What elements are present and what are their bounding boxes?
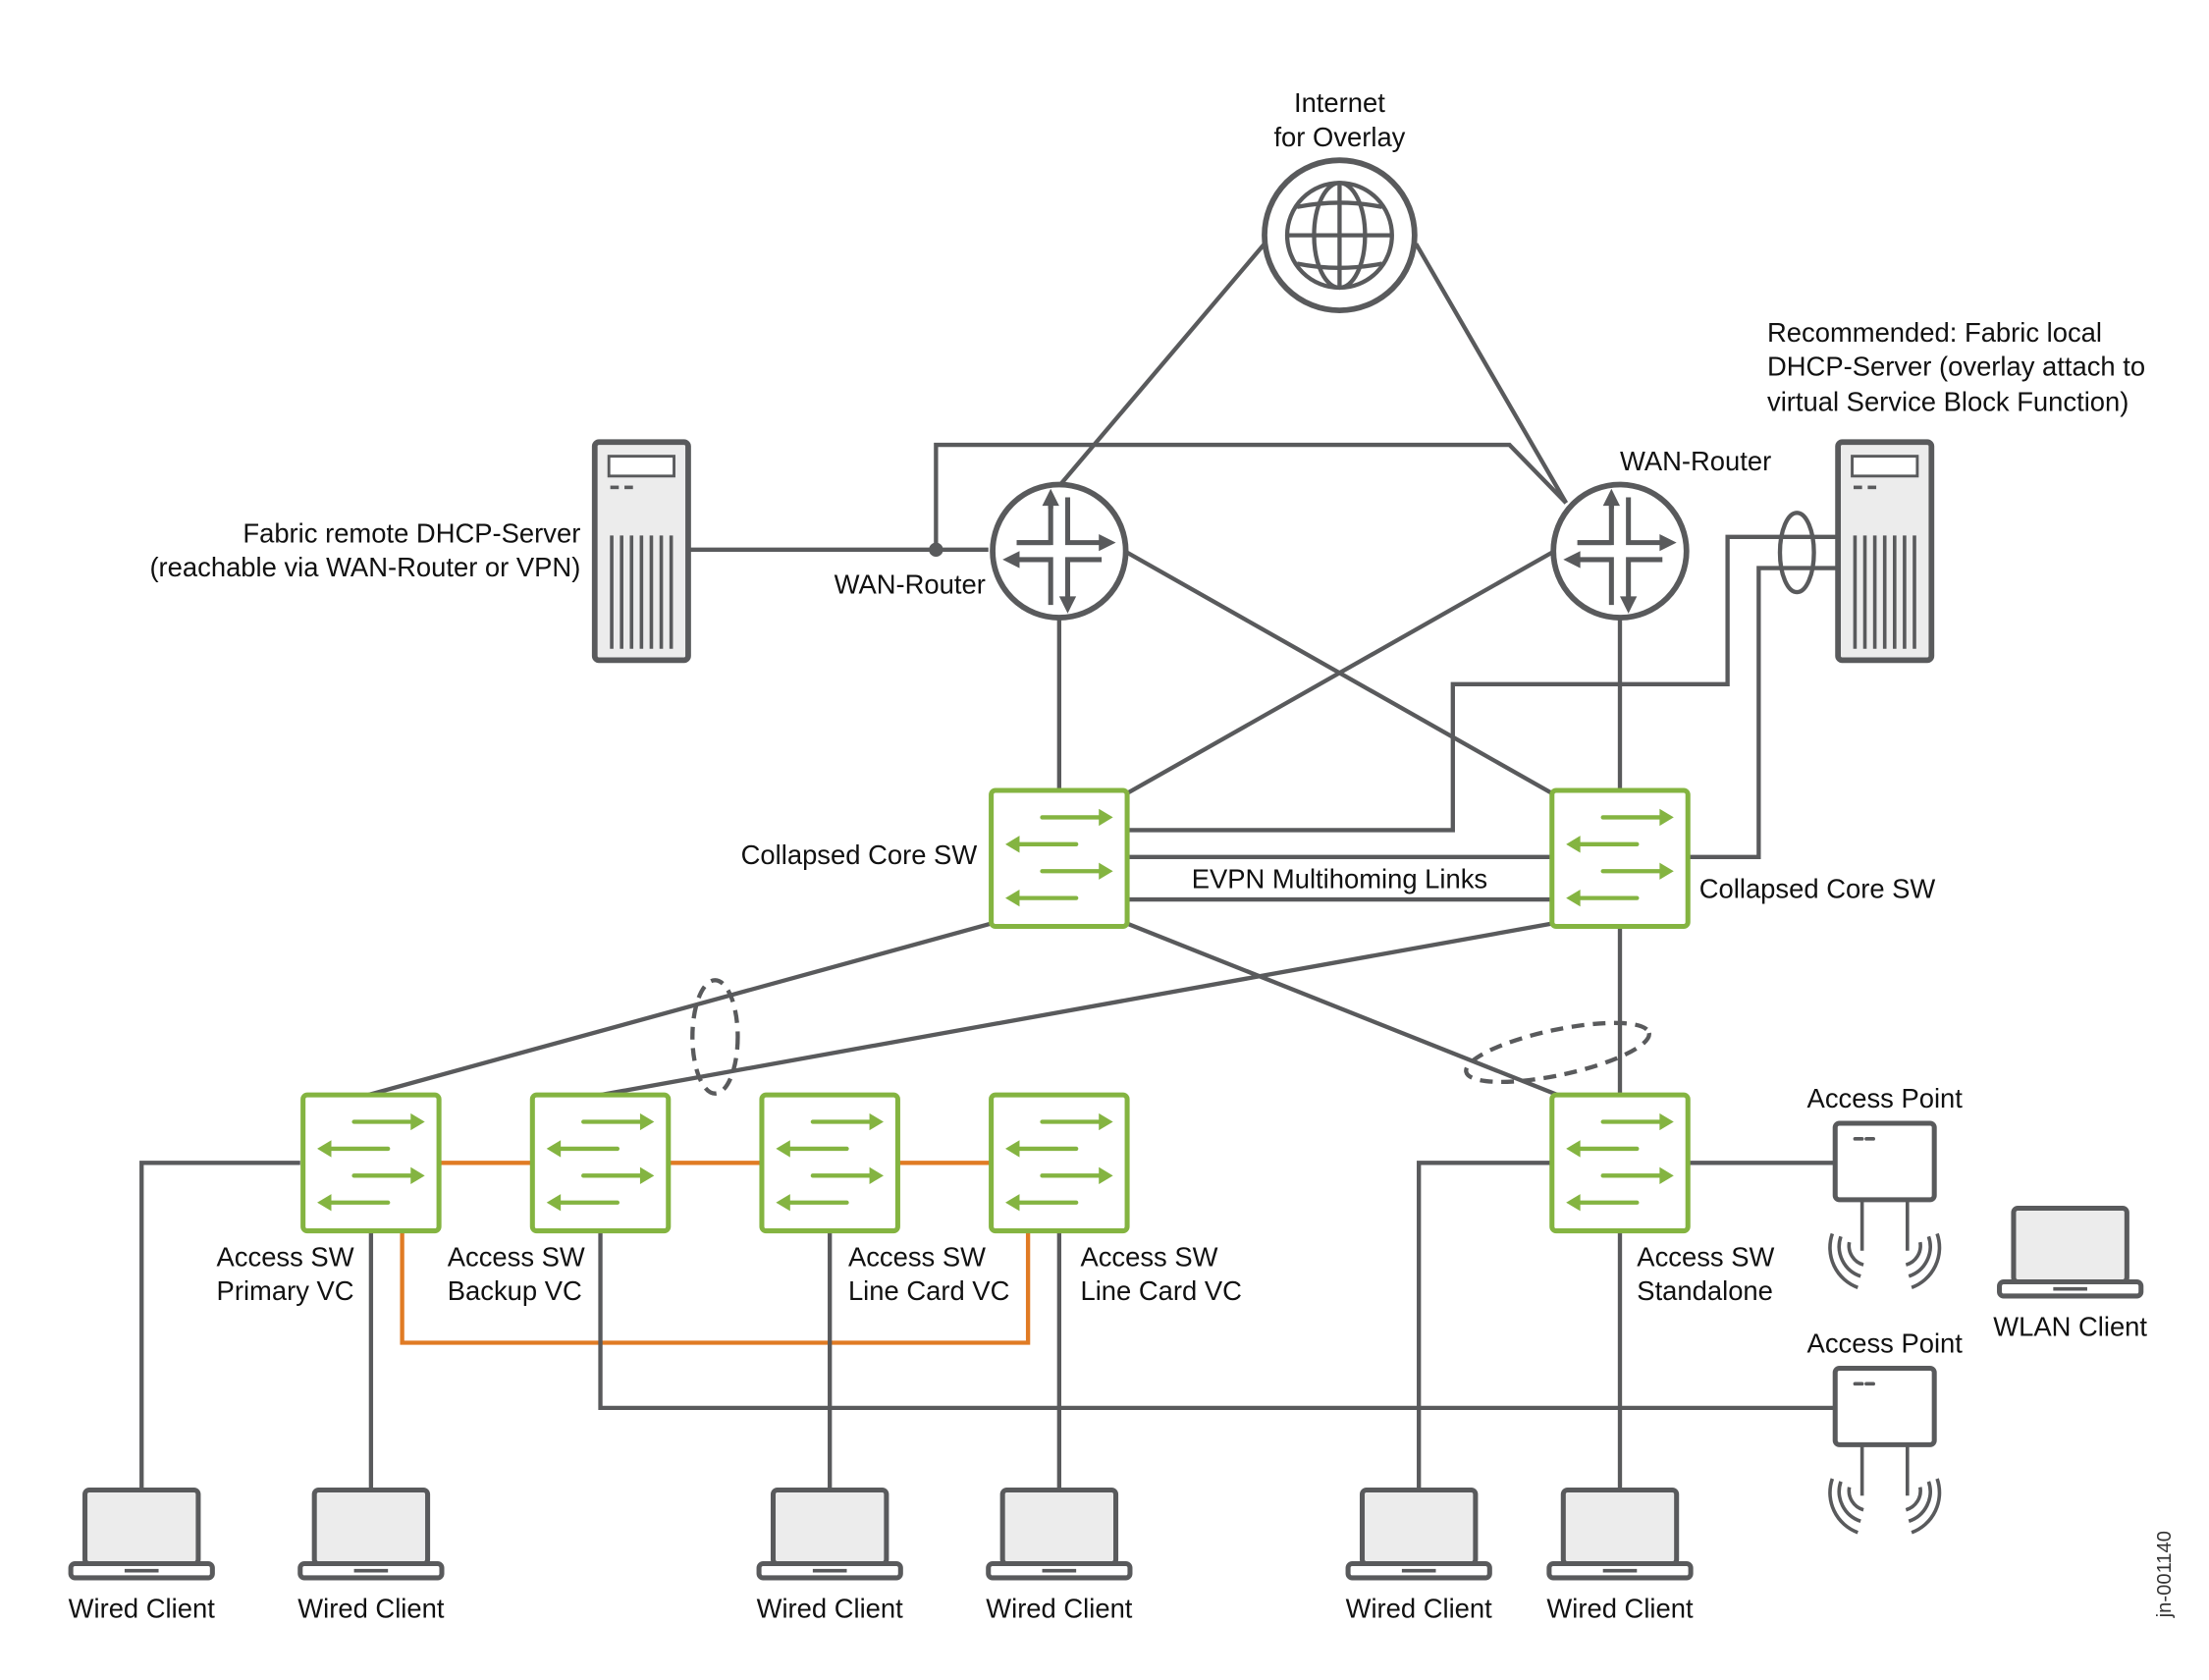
access-sw-4-line1: Access SW — [1637, 1242, 1774, 1273]
link-core-right-dhcp-local — [1688, 566, 1839, 859]
figure-id: jn-001140 — [2154, 1531, 2176, 1618]
links — [139, 242, 1839, 1490]
access-switch-linecard-2-icon[interactable] — [992, 1095, 1127, 1230]
internet-label-line2: for Overlay — [1273, 122, 1405, 152]
dhcp-server-local-icon[interactable] — [1838, 442, 1931, 660]
wired-client-3-label: Wired Client — [757, 1593, 904, 1623]
wan-router-right-label: WAN-Router — [1620, 446, 1771, 476]
internet-globe-icon — [1262, 157, 1418, 313]
wired-client-2-laptop-icon[interactable] — [300, 1490, 442, 1578]
wired-client-2-label: Wired Client — [297, 1593, 445, 1623]
core-right-label: Collapsed Core SW — [1699, 874, 1936, 904]
dhcp-local-label-line3: virtual Service Block Function) — [1767, 386, 2128, 416]
access-sw-4-line2: Standalone — [1637, 1275, 1773, 1306]
access-sw-3-line1: Access SW — [1080, 1242, 1217, 1273]
link-dhcp-remote-wan-right — [934, 442, 1568, 550]
dhcp-remote-label-line1: Fabric remote DHCP-Server — [242, 518, 580, 549]
core-left-label: Collapsed Core SW — [741, 840, 978, 870]
dhcp-server-remote-icon[interactable] — [595, 442, 688, 660]
wlan-client-label: WLAN Client — [1993, 1311, 2147, 1341]
wired-client-1-laptop-icon[interactable] — [71, 1490, 212, 1578]
wan-router-right-icon[interactable] — [1553, 484, 1687, 618]
access-point-1-icon[interactable] — [1830, 1123, 1940, 1287]
access-sw-2-line1: Access SW — [848, 1242, 986, 1273]
junction-dot — [929, 542, 943, 558]
access-switch-standalone-icon[interactable] — [1552, 1095, 1688, 1230]
wan-router-left-label: WAN-Router — [835, 569, 986, 600]
dhcp-remote-label-line2: (reachable via WAN-Router or VPN) — [149, 552, 580, 582]
lag-ellipse-dhcp-local — [1777, 511, 1816, 595]
link-standalone-client-1 — [1417, 1161, 1552, 1490]
access-switch-linecard-1-icon[interactable] — [762, 1095, 897, 1230]
wired-client-6-label: Wired Client — [1546, 1593, 1694, 1623]
access-sw-0-line2: Primary VC — [217, 1275, 354, 1306]
access-sw-3-line2: Line Card VC — [1080, 1275, 1241, 1306]
access-point-1-label: Access Point — [1807, 1083, 1964, 1113]
core-switch-right-icon[interactable] — [1552, 790, 1688, 926]
link-internet-wan-right — [1414, 243, 1569, 505]
evpn-links-label: EVPN Multihoming Links — [1192, 864, 1487, 894]
internet-label-line1: Internet — [1294, 87, 1385, 118]
wlan-client-laptop-icon[interactable] — [2000, 1209, 2141, 1296]
wired-client-5-label: Wired Client — [1346, 1593, 1493, 1623]
link-internet-wan-left — [1057, 242, 1266, 488]
link-wan-right-core-left — [1126, 550, 1553, 795]
link-access-primary-client-1 — [139, 1161, 300, 1490]
access-switch-primary-vc-icon[interactable] — [303, 1095, 439, 1230]
wan-router-left-icon[interactable] — [993, 484, 1126, 618]
lag-ellipse-standalone — [1464, 1020, 1651, 1085]
link-core-right-access-backup — [600, 921, 1553, 1098]
wired-client-1-label: Wired Client — [69, 1593, 216, 1623]
access-sw-2-line2: Line Card VC — [848, 1275, 1009, 1306]
access-sw-0-line1: Access SW — [217, 1242, 354, 1273]
access-sw-1-line1: Access SW — [448, 1242, 585, 1273]
lag-ellipse-access-vc — [690, 978, 740, 1096]
access-sw-1-line2: Backup VC — [448, 1275, 582, 1306]
vc-link-ring — [400, 1229, 1031, 1345]
wired-client-6-laptop-icon[interactable] — [1549, 1490, 1691, 1578]
dhcp-local-label-line2: DHCP-Server (overlay attach to — [1767, 351, 2145, 381]
access-point-2-label: Access Point — [1807, 1328, 1964, 1359]
link-access-backup-ap-2 — [598, 1229, 1836, 1411]
wired-client-3-laptop-icon[interactable] — [759, 1490, 900, 1578]
dhcp-local-label-line1: Recommended: Fabric local — [1767, 317, 2102, 348]
wired-client-4-label: Wired Client — [986, 1593, 1133, 1623]
link-core-left-access-standalone — [1126, 921, 1559, 1098]
wired-client-5-laptop-icon[interactable] — [1348, 1490, 1489, 1578]
wired-client-4-laptop-icon[interactable] — [989, 1490, 1130, 1578]
link-core-left-access-primary — [367, 921, 993, 1098]
link-core-left-dhcp-local — [1127, 534, 1839, 833]
access-switch-backup-vc-icon[interactable] — [532, 1095, 668, 1230]
access-point-2-icon[interactable] — [1830, 1368, 1940, 1532]
core-switch-left-icon[interactable] — [992, 790, 1127, 926]
